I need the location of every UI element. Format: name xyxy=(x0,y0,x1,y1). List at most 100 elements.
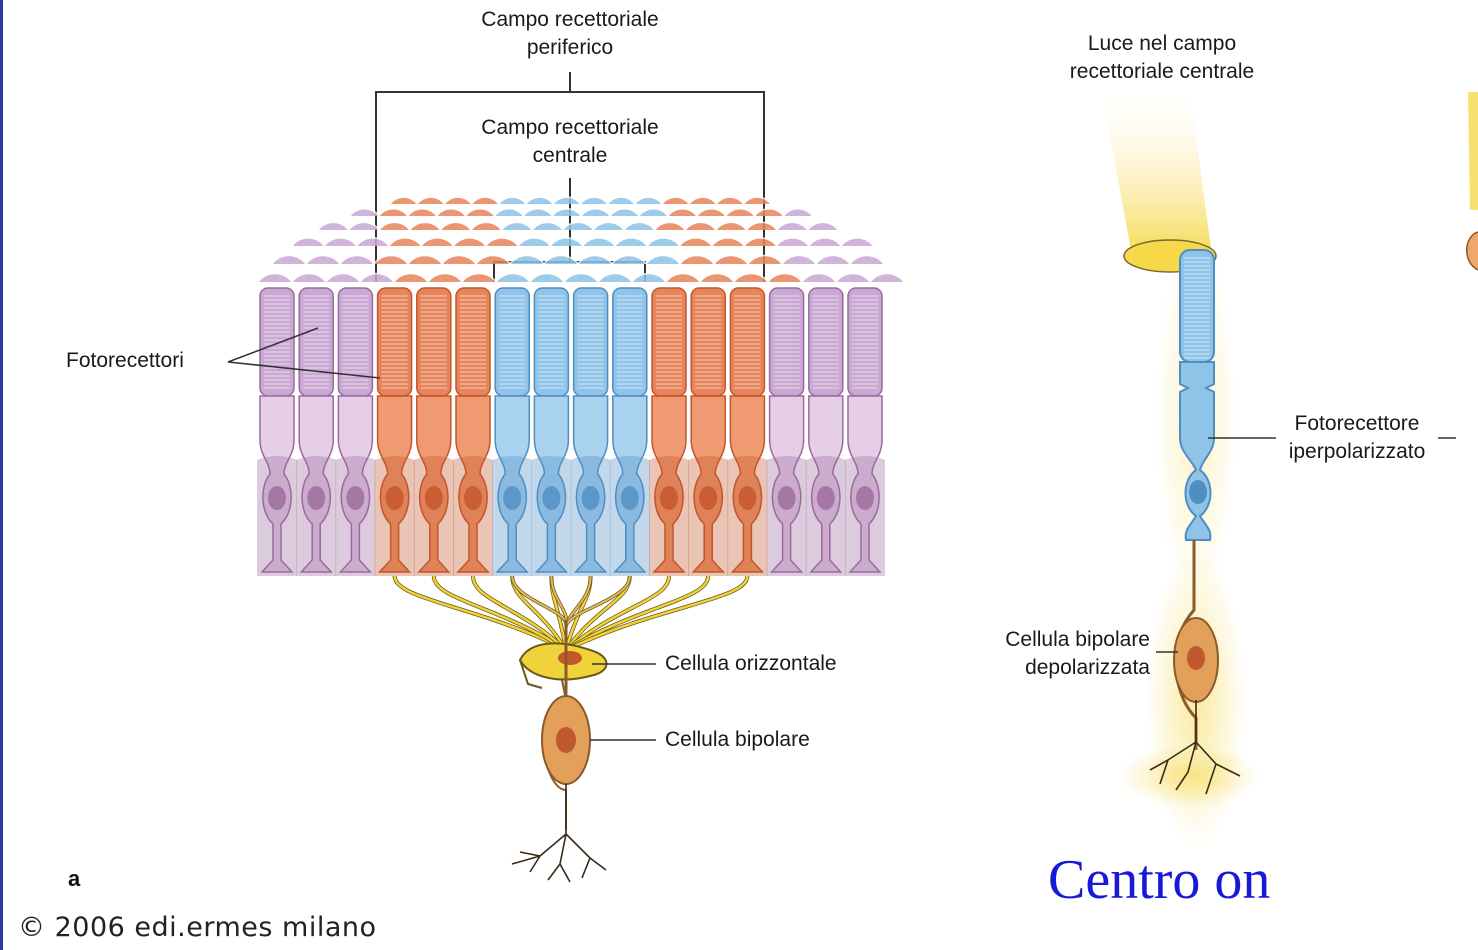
photoreceptor xyxy=(492,288,532,576)
mosaic-scale xyxy=(417,197,444,204)
mosaic-scale xyxy=(712,238,744,246)
cropped-right-panel xyxy=(1467,92,1478,270)
mosaic-scale xyxy=(530,273,564,282)
mosaic-scale xyxy=(292,273,326,282)
mosaic-scale xyxy=(379,209,408,216)
mosaic-scale xyxy=(768,273,802,282)
mosaic-scale xyxy=(306,255,340,264)
label-light-central-field: Luce nel campo recettoriale centrale xyxy=(1032,30,1292,86)
label-bipolar-cell: Cellula bipolare xyxy=(665,726,810,754)
mosaic-scale xyxy=(632,273,666,282)
mosaic-scale xyxy=(495,209,524,216)
mosaic-scale xyxy=(442,255,476,264)
mosaic-scale xyxy=(408,209,437,216)
mosaic-scale xyxy=(598,273,632,282)
photoreceptor xyxy=(767,288,807,576)
label-hyperpolarized-photoreceptor: Fotorecettore iperpolarizzato xyxy=(1276,410,1438,466)
photoreceptor xyxy=(296,288,336,576)
mosaic-scale xyxy=(744,238,776,246)
mosaic-scale xyxy=(662,197,689,204)
mosaic-scale xyxy=(437,209,466,216)
mosaic-scale xyxy=(850,255,884,264)
label-depolarized-bipolar: Cellula bipolare depolarizzata xyxy=(940,626,1150,682)
mosaic-scale xyxy=(510,255,544,264)
mosaic-scale xyxy=(744,197,771,204)
mosaic-scale xyxy=(666,273,700,282)
mosaic-scale xyxy=(808,222,839,230)
mosaic-scale xyxy=(697,209,726,216)
mosaic-scale xyxy=(583,238,615,246)
mosaic-scale xyxy=(428,273,462,282)
mosaic-scale xyxy=(390,197,417,204)
bipolar-cell-b xyxy=(1120,540,1260,850)
photoreceptor xyxy=(806,288,846,576)
mosaic-scale xyxy=(646,255,680,264)
mosaic-scale xyxy=(389,238,421,246)
mosaic-scale xyxy=(700,273,734,282)
mosaic-scale xyxy=(394,273,428,282)
mosaic-scale xyxy=(734,273,768,282)
mosaic-scale xyxy=(816,255,850,264)
mosaic-scale xyxy=(552,209,581,216)
mosaic-scale xyxy=(748,255,782,264)
mosaic-scale xyxy=(668,209,697,216)
photoreceptor xyxy=(257,288,297,576)
label-horizontal-cell: Cellula orizzontale xyxy=(665,650,837,678)
mosaic-scale xyxy=(340,255,374,264)
mosaic-scale xyxy=(471,222,502,230)
mosaic-scale xyxy=(444,197,471,204)
caption-center-on: Centro on xyxy=(1048,848,1270,912)
panel-letter: a xyxy=(68,866,80,892)
mosaic-scale xyxy=(544,255,578,264)
photoreceptor xyxy=(531,288,571,576)
mosaic-scale xyxy=(624,222,655,230)
mosaic-scale xyxy=(472,197,499,204)
mosaic-scale xyxy=(777,222,808,230)
mosaic-scale xyxy=(593,222,624,230)
mosaic-scale xyxy=(680,255,714,264)
mosaic-scale xyxy=(716,222,747,230)
mosaic-scale xyxy=(518,238,550,246)
mosaic-scale xyxy=(809,238,841,246)
mosaic-scale xyxy=(608,197,635,204)
mosaic-scale xyxy=(532,222,563,230)
mosaic-scale xyxy=(258,273,292,282)
mosaic-scale xyxy=(410,222,441,230)
mosaic-scale xyxy=(870,273,904,282)
photoreceptor xyxy=(845,288,885,576)
mosaic-scale xyxy=(746,222,777,230)
mosaic-scale xyxy=(324,238,356,246)
mosaic-scale xyxy=(647,238,679,246)
mosaic-scale xyxy=(714,255,748,264)
mosaic-scale xyxy=(462,273,496,282)
mosaic-scale xyxy=(615,238,647,246)
mosaic-scale xyxy=(502,222,533,230)
mosaic-scale xyxy=(496,273,530,282)
mosaic-scale xyxy=(782,255,816,264)
mosaic-scale xyxy=(563,222,594,230)
mosaic-scale xyxy=(318,222,349,230)
mosaic-scale xyxy=(553,197,580,204)
mosaic-scale xyxy=(755,209,784,216)
mosaic-scale xyxy=(685,222,716,230)
mosaic-scale xyxy=(374,255,408,264)
mosaic-scale xyxy=(784,209,813,216)
mosaic-scale xyxy=(486,238,518,246)
mosaic-scale xyxy=(526,197,553,204)
mosaic-scale xyxy=(578,255,612,264)
mosaic-scale xyxy=(499,197,526,204)
photoreceptor xyxy=(453,288,493,576)
mosaic-scale xyxy=(357,238,389,246)
mosaic-scale xyxy=(689,197,716,204)
mosaic-scale xyxy=(680,238,712,246)
mosaic-scale xyxy=(326,273,360,282)
mosaic-scale xyxy=(523,209,552,216)
mosaic-scale xyxy=(350,209,379,216)
photoreceptor xyxy=(688,288,728,576)
mosaic-scale xyxy=(272,255,306,264)
mosaic-scale xyxy=(581,209,610,216)
mosaic-scale xyxy=(349,222,380,230)
photoreceptor xyxy=(649,288,689,576)
mosaic-scale xyxy=(802,273,836,282)
